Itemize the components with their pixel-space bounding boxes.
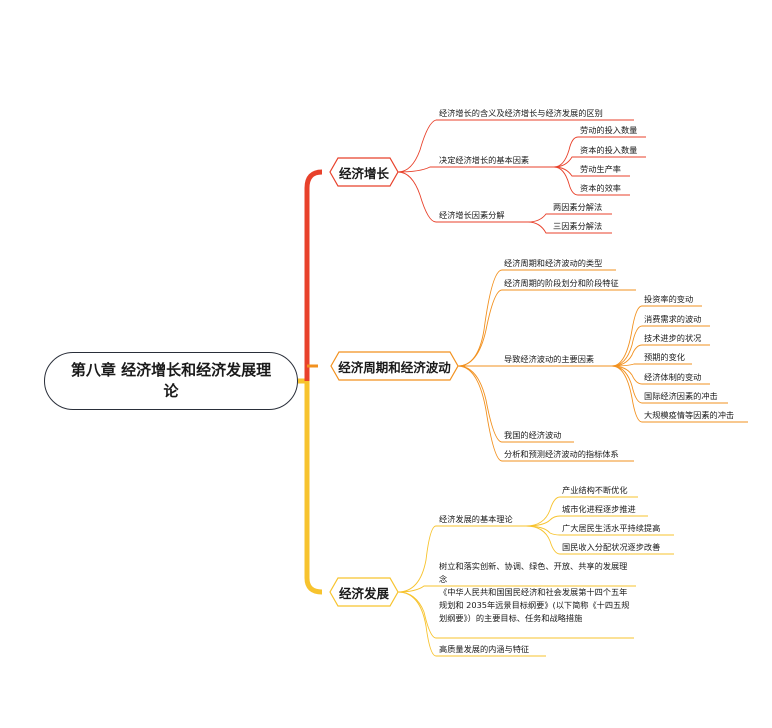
subtopic-urbanization[interactable]: 城市化进程逐步推进 — [562, 504, 636, 514]
trunk-yellow — [304, 381, 323, 595]
subtopic-income-distribution[interactable]: 国民收入分配状况逐步改善 — [562, 542, 661, 552]
subtopic-capital-input[interactable]: 资本的投入数量 — [580, 145, 638, 155]
subtopic-international-shock[interactable]: 国际经济因素的冲击 — [644, 391, 718, 401]
topic-cycle-phases[interactable]: 经济周期的阶段划分和阶段特征 — [504, 278, 619, 288]
branch-1-lines — [397, 119, 646, 234]
subtopic-expectations[interactable]: 预期的变化 — [644, 352, 685, 362]
subtopic-industrial-structure[interactable]: 产业结构不断优化 — [562, 485, 628, 495]
subtopic-pandemic-shock[interactable]: 大规模疫情等因素的冲击 — [644, 410, 735, 420]
subtopic-living-standards[interactable]: 广大居民生活水平持续提高 — [562, 523, 661, 533]
root-node[interactable]: 第八章 经济增长和经济发展理论 — [44, 352, 298, 410]
trunk-red — [304, 169, 323, 381]
topic-growth-factors[interactable]: 决定经济增长的基本因素 — [439, 155, 530, 165]
topic-growth-meaning[interactable]: 经济增长的含义及经济增长与经济发展的区别 — [439, 108, 603, 118]
root-label: 第八章 经济增长和经济发展理论 — [70, 361, 272, 400]
subtopic-institutional-change[interactable]: 经济体制的变动 — [644, 372, 702, 382]
subtopic-capital-efficiency[interactable]: 资本的效率 — [580, 183, 621, 193]
topic-indicator-system[interactable]: 分析和预测经济波动的指标体系 — [504, 449, 619, 459]
subtopic-three-factor[interactable]: 三因素分解法 — [553, 221, 603, 231]
subtopic-labor-productivity[interactable]: 劳动生产率 — [580, 164, 621, 174]
branch-node-outline — [330, 351, 459, 381]
branch-node-business-cycle[interactable]: 经济周期和经济波动 — [330, 351, 459, 381]
subtopic-labor-input[interactable]: 劳动的投入数量 — [580, 125, 638, 135]
branch-node-outline — [329, 577, 399, 607]
branch-2-lines — [457, 269, 748, 462]
topic-fourteenth-plan[interactable]: 《中华人民共和国国民经济和社会发展第十四个五年规划和 2035年远景目标纲要》(… — [439, 587, 630, 623]
topic-china-fluctuation[interactable]: 我国的经济波动 — [504, 430, 562, 440]
branch-node-economic-development[interactable]: 经济发展 — [329, 577, 399, 607]
topic-cycle-types[interactable]: 经济周期和经济波动的类型 — [504, 258, 603, 268]
subtopic-investment-rate[interactable]: 投资率的变动 — [644, 294, 694, 304]
branch-label: 经济增长 — [338, 165, 389, 181]
branch-label: 经济发展 — [338, 585, 389, 601]
branch-3-lines — [397, 496, 674, 657]
branch-label: 经济周期和经济波动 — [338, 359, 451, 375]
branch-node-economic-growth[interactable]: 经济增长 — [329, 157, 399, 187]
topic-fluctuation-causes[interactable]: 导致经济波动的主要因素 — [504, 354, 595, 364]
subtopic-two-factor[interactable]: 两因素分解法 — [553, 202, 603, 212]
topic-growth-decomposition[interactable]: 经济增长因素分解 — [439, 210, 505, 220]
branch-node-outline — [329, 157, 399, 187]
subtopic-consumption-demand[interactable]: 消费需求的波动 — [644, 314, 702, 324]
topic-development-theory[interactable]: 经济发展的基本理论 — [439, 514, 513, 524]
topic-development-concept[interactable]: 树立和落实创新、协调、绿色、开放、共享的发展理念 — [439, 561, 628, 584]
topic-high-quality-development[interactable]: 高质量发展的内涵与特征 — [439, 644, 530, 654]
subtopic-technology-progress[interactable]: 技术进步的状况 — [644, 333, 702, 343]
